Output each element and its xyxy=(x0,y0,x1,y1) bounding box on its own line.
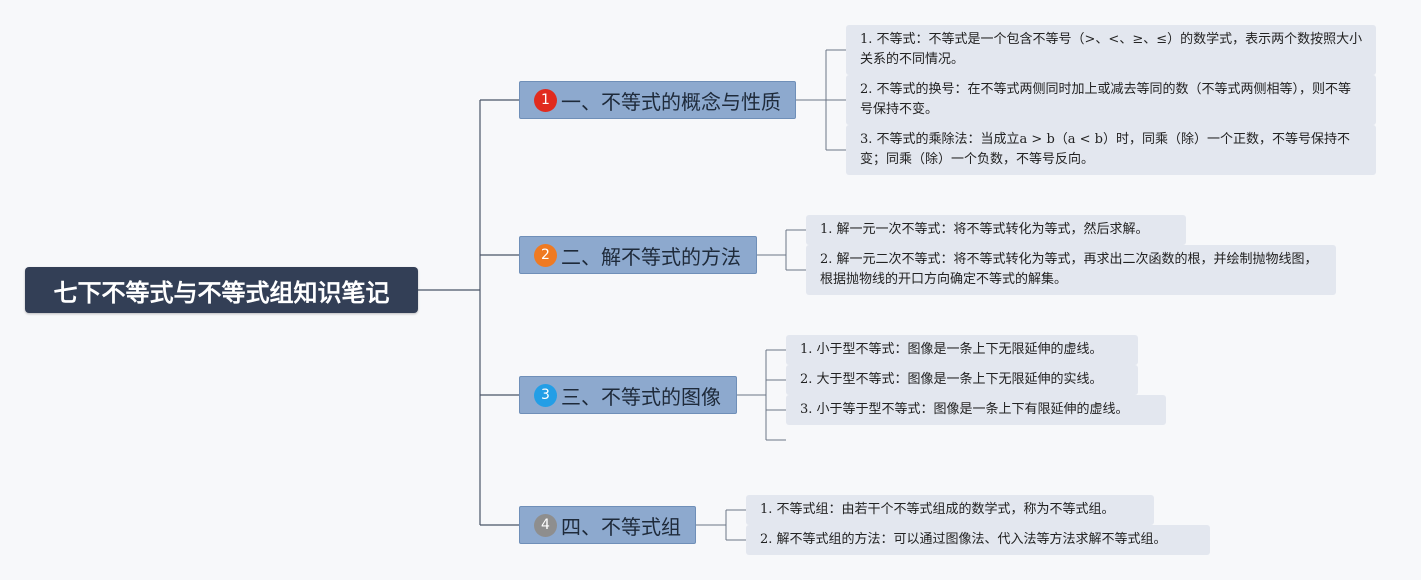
leaf-topic[interactable]: 2. 解不等式组的方法：可以通过图像法、代入法等方法求解不等式组。 xyxy=(746,525,1210,555)
branch-title: 二、解不等式的方法 xyxy=(561,244,741,269)
leaf-text: 1. 不等式组：由若干个不等式组成的数学式，称为不等式组。 xyxy=(760,502,1115,517)
leaf-text: 1. 解一元一次不等式：将不等式转化为等式，然后求解。 xyxy=(820,222,1149,237)
leaf-topic[interactable]: 3. 不等式的乘除法：当成立a > b（a < b）时，同乘（除）一个正数，不等… xyxy=(846,125,1376,175)
branch-title: 一、不等式的概念与性质 xyxy=(561,89,781,114)
root-topic[interactable]: 七下不等式与不等式组知识笔记 xyxy=(25,267,418,313)
branch-systems[interactable]: 4 四、不等式组 xyxy=(519,506,696,544)
leaf-text: 2. 大于型不等式：图像是一条上下无限延伸的实线。 xyxy=(800,372,1103,387)
number-badge-icon: 4 xyxy=(534,513,557,537)
number-badge-icon: 1 xyxy=(534,88,557,112)
branch-methods[interactable]: 2 二、解不等式的方法 xyxy=(519,236,757,274)
number-badge-icon: 3 xyxy=(534,383,557,407)
branch-title: 三、不等式的图像 xyxy=(561,384,721,409)
leaf-topic[interactable]: 1. 解一元一次不等式：将不等式转化为等式，然后求解。 xyxy=(806,215,1186,245)
leaf-text: 2. 解一元二次不等式：将不等式转化为等式，再求出二次函数的根，并绘制抛物线图，… xyxy=(820,252,1318,287)
leaf-text: 3. 小于等于型不等式：图像是一条上下有限延伸的虚线。 xyxy=(800,402,1129,417)
root-title: 七下不等式与不等式组知识笔记 xyxy=(53,278,390,307)
leaf-topic[interactable]: 1. 不等式组：由若干个不等式组成的数学式，称为不等式组。 xyxy=(746,495,1154,525)
leaf-topic[interactable]: 1. 小于型不等式：图像是一条上下无限延伸的虚线。 xyxy=(786,335,1138,365)
leaf-text: 1. 小于型不等式：图像是一条上下无限延伸的虚线。 xyxy=(800,342,1103,357)
leaf-topic[interactable]: 3. 小于等于型不等式：图像是一条上下有限延伸的虚线。 xyxy=(786,395,1166,425)
leaf-topic[interactable]: 2. 解一元二次不等式：将不等式转化为等式，再求出二次函数的根，并绘制抛物线图，… xyxy=(806,245,1336,295)
leaf-text: 3. 不等式的乘除法：当成立a > b（a < b）时，同乘（除）一个正数，不等… xyxy=(860,132,1350,167)
leaf-topic[interactable]: 2. 大于型不等式：图像是一条上下无限延伸的实线。 xyxy=(786,365,1138,395)
branch-concepts[interactable]: 1 一、不等式的概念与性质 xyxy=(519,81,796,119)
branch-title: 四、不等式组 xyxy=(561,514,681,539)
leaf-topic[interactable]: 2. 不等式的换号：在不等式两侧同时加上或减去等同的数（不等式两侧相等），则不等… xyxy=(846,75,1376,125)
leaf-topic[interactable]: 1. 不等式：不等式是一个包含不等号（>、<、≥、≤）的数学式，表示两个数按照大… xyxy=(846,25,1376,75)
branch-graphs[interactable]: 3 三、不等式的图像 xyxy=(519,376,737,414)
leaf-text: 2. 不等式的换号：在不等式两侧同时加上或减去等同的数（不等式两侧相等），则不等… xyxy=(860,82,1352,117)
number-badge-icon: 2 xyxy=(534,243,557,267)
leaf-text: 1. 不等式：不等式是一个包含不等号（>、<、≥、≤）的数学式，表示两个数按照大… xyxy=(860,32,1363,67)
leaf-text: 2. 解不等式组的方法：可以通过图像法、代入法等方法求解不等式组。 xyxy=(760,532,1167,547)
